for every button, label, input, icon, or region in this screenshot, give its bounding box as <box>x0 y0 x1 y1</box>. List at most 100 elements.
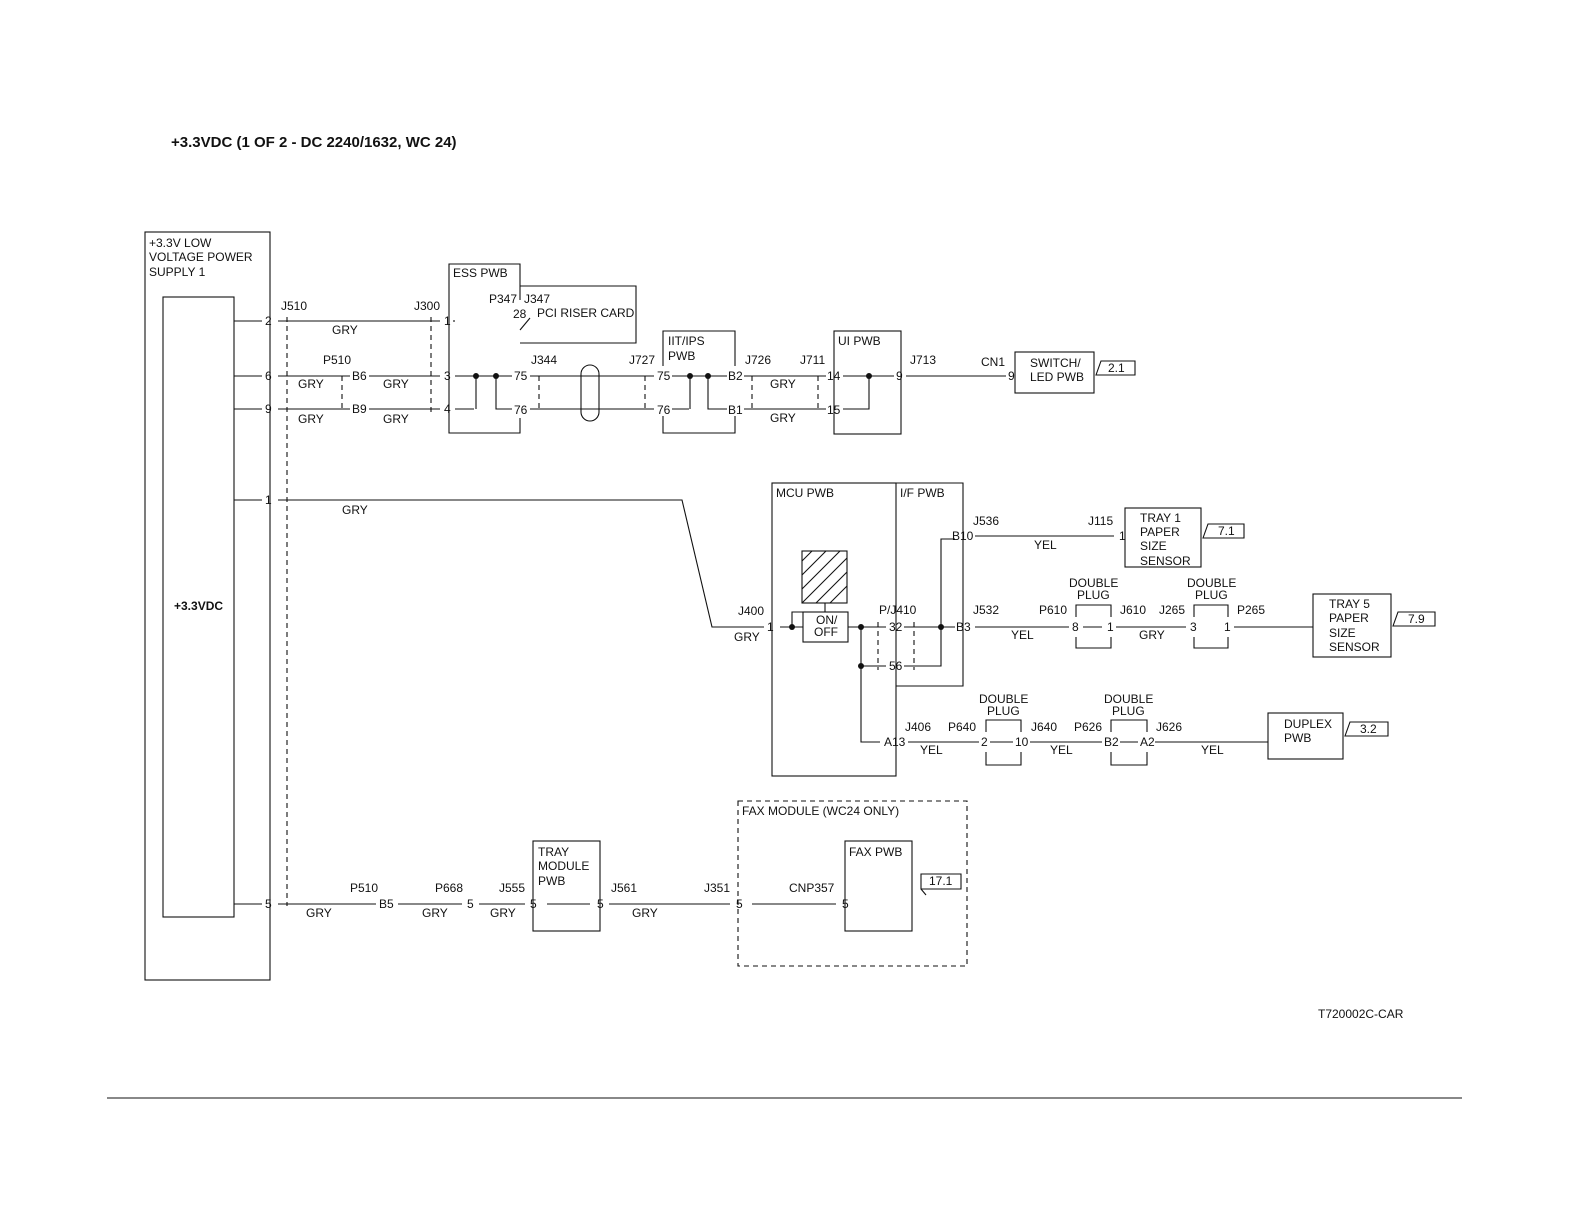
duplex-label-line-1: DUPLEX <box>1284 717 1332 731</box>
duplex-pwb: DUPLEX PWB 3.2 <box>1267 712 1389 760</box>
hatch-4 <box>815 571 848 604</box>
figure-id: T720002C-CAR <box>1318 1007 1404 1021</box>
wire-color-yel-1: YEL <box>1034 538 1057 552</box>
tray-module-label-line-3: PWB <box>538 874 565 888</box>
j561-pin-5: 5 <box>597 897 604 911</box>
on-off-label-line-2: OFF <box>814 625 838 639</box>
ess-junction-b <box>493 373 499 379</box>
wire-color-gry-14: GRY <box>632 906 658 920</box>
pj410-pin-56: 56 <box>889 659 903 673</box>
tray1-outline <box>1124 507 1202 568</box>
j300-pin-1: 1 <box>444 314 451 328</box>
j711-pin-15: 15 <box>827 403 841 417</box>
wire-color-gry-8: GRY <box>342 503 368 517</box>
j711-pin-14: 14 <box>827 369 841 383</box>
tray1-label-line-1: TRAY 1 <box>1140 511 1181 525</box>
j265-label: J265 <box>1159 603 1185 617</box>
fax-module-outline <box>737 800 968 967</box>
j536-pin-b10: B10 <box>952 529 974 543</box>
double-plug-3-line-1: DOUBLE <box>979 692 1028 706</box>
ps-pin-9: 9 <box>265 402 272 416</box>
tray1-sensor: TRAY 1 PAPER SIZE SENSOR 7.1 <box>1124 507 1245 568</box>
j726-label: J726 <box>745 353 771 367</box>
wire-color-gry-1: GRY <box>332 323 358 337</box>
p510-label-top: P510 <box>323 353 351 367</box>
iit-ips-bottom <box>662 416 736 434</box>
hatch-5 <box>829 585 848 604</box>
ess-junction-a <box>473 373 479 379</box>
power-supply-label-line-1: +3.3V LOW <box>149 236 212 250</box>
p265-pin-1: 1 <box>1224 620 1231 634</box>
wire-color-gry-9: GRY <box>734 630 760 644</box>
power-supply-label-line-2: VOLTAGE POWER <box>149 250 253 264</box>
p626-pin-b2: B2 <box>1104 735 1119 749</box>
iit-ips-top <box>662 330 736 366</box>
wire-color-gry-3: GRY <box>383 377 409 391</box>
tray-module-label-line-1: TRAY <box>538 845 569 859</box>
j344-pin-75: 75 <box>514 369 528 383</box>
j726-pin-b2: B2 <box>728 369 743 383</box>
j640-label: J640 <box>1031 720 1057 734</box>
ref-tag-tray5 <box>1392 611 1436 627</box>
mcu-junction-b <box>858 663 864 669</box>
mcu-pwb-label: MCU PWB <box>776 486 834 500</box>
double-plug-1-bottom <box>1075 637 1112 649</box>
cn1-label: CN1 <box>981 355 1005 369</box>
power-supply-label-line-3: SUPPLY 1 <box>149 265 206 279</box>
pin-b6: B6 <box>352 369 367 383</box>
j555-pin-5: 5 <box>530 897 537 911</box>
double-plug-3-bottom <box>985 752 1022 766</box>
iit-ips-label-line-2: PWB <box>668 349 695 363</box>
iit-junction-a <box>687 373 693 379</box>
hatch-6 <box>801 550 813 562</box>
double-plug-4-line-2: PLUG <box>1112 704 1145 718</box>
ess-pwb-top <box>448 263 521 300</box>
j300-label: J300 <box>414 299 440 313</box>
wire-color-yel-3: YEL <box>920 743 943 757</box>
tray-module-label-line-2: MODULE <box>538 859 589 873</box>
wire-color-gry-5: GRY <box>383 412 409 426</box>
ess-pwb-bottom <box>448 418 521 434</box>
double-plug-2-bottom <box>1193 637 1229 649</box>
wire-color-gry-10: GRY <box>1139 628 1165 642</box>
j532-label: J532 <box>973 603 999 617</box>
j406-pin-a13: A13 <box>884 735 906 749</box>
tray-module-pwb: TRAY MODULE PWB 5 5 <box>530 840 604 932</box>
cn1-pin-9: 9 <box>1008 369 1015 383</box>
iit-junction-b <box>705 373 711 379</box>
if-wire-56 <box>904 627 942 667</box>
double-plug-2-top <box>1193 604 1229 617</box>
double-plug-3-line-2: PLUG <box>987 704 1020 718</box>
on-off-switch <box>802 611 849 643</box>
j400-label: J400 <box>738 604 764 618</box>
j610-pin-1: 1 <box>1107 620 1114 634</box>
ps-pin-5: 5 <box>265 897 272 911</box>
pci-pin-slash <box>519 317 531 331</box>
ref-tag-fax-tail <box>920 888 927 896</box>
power-supply: +3.3V LOW VOLTAGE POWER SUPPLY 1 +3.3VDC… <box>144 231 272 981</box>
power-supply-voltage-label: +3.3VDC <box>174 599 223 613</box>
pci-pin-28: 28 <box>513 307 527 321</box>
p510-label-bottom: P510 <box>350 881 378 895</box>
double-plug-2-line-2: PLUG <box>1195 588 1228 602</box>
fax-module-label: FAX MODULE (WC24 ONLY) <box>742 804 899 818</box>
j400-pin-1: 1 <box>767 620 774 634</box>
p626-label: P626 <box>1074 720 1102 734</box>
j626-label: J626 <box>1156 720 1182 734</box>
ui-wire-15 <box>843 376 870 410</box>
ferrite-core <box>580 364 600 422</box>
j561-label: J561 <box>611 881 637 895</box>
ref-tray1: 7.1 <box>1218 524 1235 538</box>
if-pwb-outline <box>896 482 964 687</box>
double-plug-1-top <box>1075 604 1112 617</box>
switch-led-pwb: SWITCH/ LED PWB 2.1 <box>1014 351 1136 394</box>
j115-pin-1: 1 <box>1119 529 1126 543</box>
if-wire-b10 <box>940 538 955 627</box>
p347-label: P347 <box>489 292 517 306</box>
j300-pin-3: 3 <box>444 369 451 383</box>
j347-label: J347 <box>524 292 550 306</box>
wire-color-gry-2: GRY <box>298 377 324 391</box>
page-title: +3.3VDC (1 OF 2 - DC 2240/1632, WC 24) <box>171 134 457 151</box>
ref-duplex: 3.2 <box>1360 722 1377 736</box>
mcu-pwb: MCU PWB 1 ON/ OFF A13 <box>767 482 906 777</box>
